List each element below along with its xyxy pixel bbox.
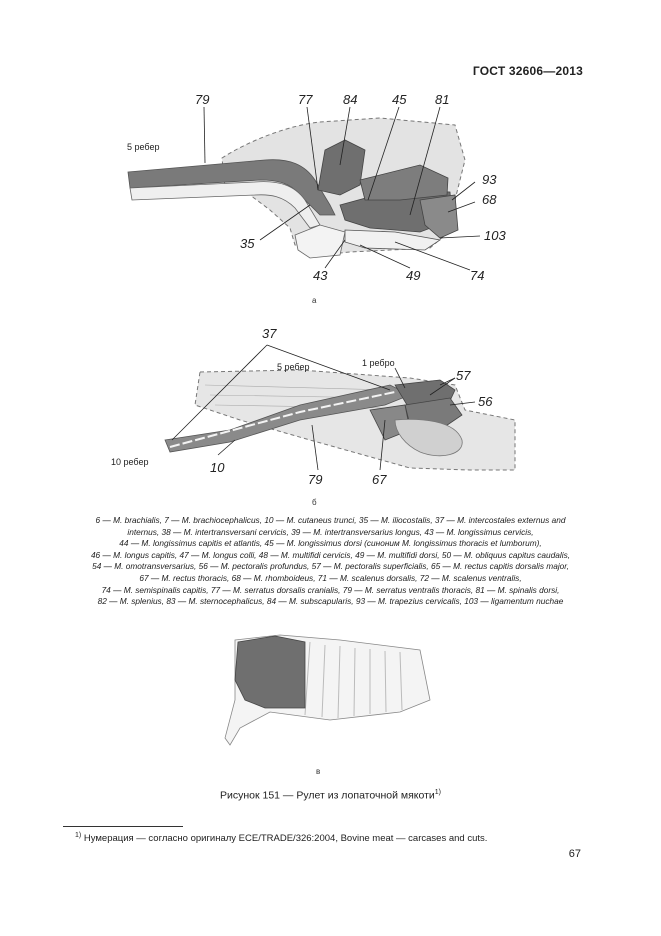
- rib-segments: [169, 391, 396, 448]
- label-b-67: 67: [372, 472, 387, 487]
- muscle-84: [317, 139, 366, 196]
- caption-footnote-mark: 1): [434, 789, 442, 796]
- label-b-56: 56: [478, 394, 493, 409]
- standard-header: ГОСТ 32606—2013: [472, 64, 583, 78]
- label-a-84: 84: [343, 92, 357, 107]
- figure-b: 37 57 56 10 79 67 5 ребер 1 ребро 10 реб…: [111, 326, 516, 507]
- label-b-57: 57: [456, 368, 471, 383]
- ribs-c: [304, 641, 403, 719]
- figure-a-sublabel: а: [312, 296, 317, 305]
- figure-c: в: [224, 634, 431, 776]
- rib-lower-band: [129, 181, 321, 229]
- figure-b-sublabel: б: [312, 498, 317, 507]
- page-number: 67: [568, 848, 581, 860]
- figure-c-sublabel: в: [316, 767, 320, 776]
- figure-caption: Рисунок 151 — Рулет из лопаточной мякоти…: [0, 789, 661, 802]
- label-b-37: 37: [262, 326, 277, 341]
- label-a-ribs: 5 ребер: [127, 142, 159, 152]
- legend-line: internus, 38 — M. intertransversani cerv…: [127, 526, 534, 537]
- muscle-81: [359, 164, 449, 201]
- legend-line: 74 — M. semispinalis capitis, 77 — M. se…: [101, 584, 560, 595]
- label-b-rib1: 1 ребро: [362, 358, 395, 368]
- label-a-45: 45: [392, 92, 407, 107]
- footnote-text: Нумерация — согласно оригиналу ECE/TRADE…: [83, 833, 488, 845]
- figure-legend: 6 — M. brachialis, 7 — M. brachiocephali…: [60, 515, 601, 608]
- label-a-103: 103: [484, 228, 506, 243]
- label-a-79: 79: [195, 92, 209, 107]
- label-b-79: 79: [308, 472, 322, 487]
- label-a-74: 74: [470, 268, 484, 283]
- label-a-68: 68: [482, 192, 497, 207]
- label-a-35: 35: [240, 236, 255, 251]
- label-b-ribs10: 10 ребер: [111, 457, 149, 467]
- caption-text: Рисунок 151 — Рулет из лопаточной мякоти: [219, 789, 435, 802]
- label-b-ribs5: 5 ребер: [277, 362, 309, 372]
- legend-line: 6 — M. brachialis, 7 — M. brachiocephali…: [95, 515, 566, 525]
- legend-line: 82 — M. splenius, 83 — M. sternocephalic…: [97, 596, 564, 607]
- muscle-68: [419, 194, 459, 239]
- vertebra: [294, 224, 346, 259]
- legend-line: 54 — M. omotransversarius, 56 — M. pecto…: [92, 561, 569, 572]
- footnote-mark: 1): [75, 832, 82, 839]
- label-a-77: 77: [298, 92, 313, 107]
- figure-a-leaders: [203, 106, 481, 271]
- label-a-93: 93: [482, 172, 497, 187]
- legend-line: 46 — M. longus capitis, 47 — M. longus c…: [90, 549, 571, 560]
- sternum-b: [394, 418, 463, 457]
- muscle-49: [344, 229, 442, 251]
- label-a-49: 49: [406, 268, 420, 283]
- legend-line: 44 — M. longissimus capitis et atlantis,…: [119, 538, 542, 549]
- label-a-81: 81: [435, 92, 449, 107]
- footnote: 1) Нумерация — согласно оригиналу ECE/TR…: [75, 832, 487, 844]
- figure-a: 79 77 84 45 81 93 68 103 74 49 43 35 5 р…: [127, 92, 506, 305]
- label-a-43: 43: [313, 268, 328, 283]
- shoulder-region: [234, 635, 306, 709]
- footnote-divider: [63, 826, 183, 827]
- figure-b-leaders: [171, 344, 476, 471]
- label-b-10: 10: [210, 460, 225, 475]
- rib-band: [127, 159, 336, 216]
- legend-line: 67 — M. rectus thoracis, 68 — M. rhomboi…: [139, 572, 522, 583]
